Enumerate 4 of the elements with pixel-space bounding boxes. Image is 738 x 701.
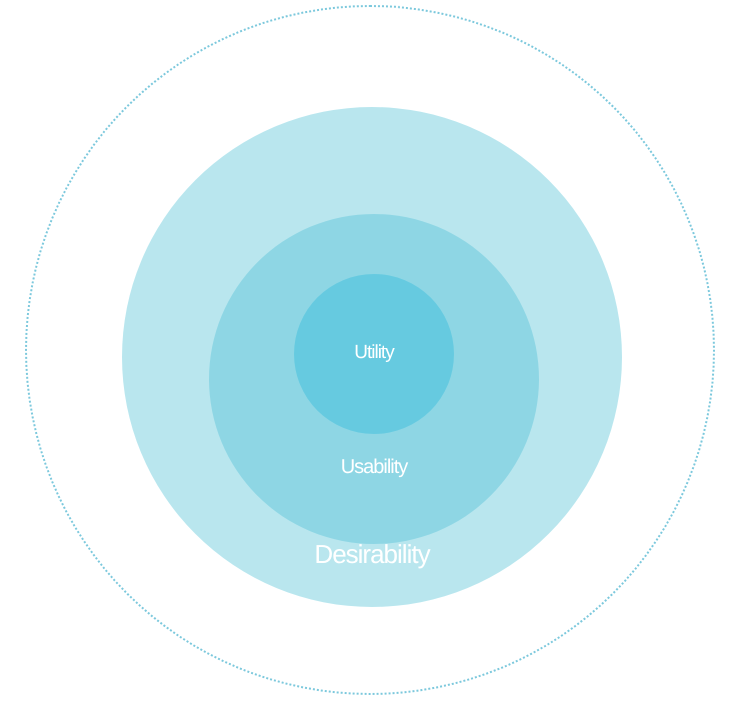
ring-label: Usability [340, 456, 409, 479]
ring-label: Utility [353, 342, 396, 364]
circle [25, 5, 715, 695]
ring-label: Desirability [313, 539, 432, 570]
